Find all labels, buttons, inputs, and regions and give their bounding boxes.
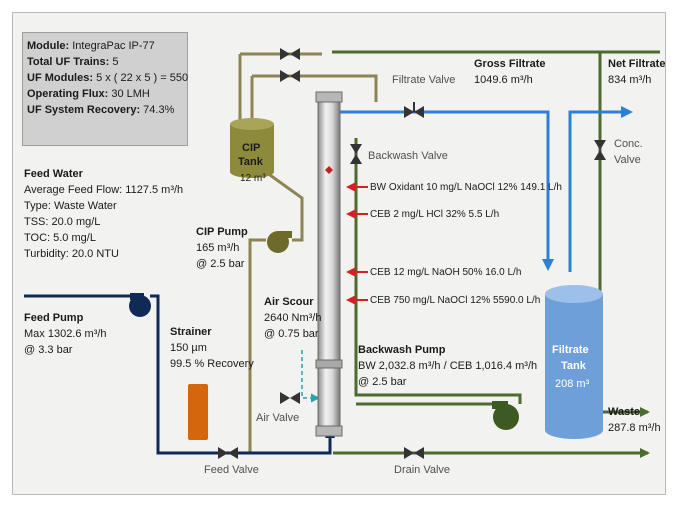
summary-trains: Total UF Trains: 5 bbox=[27, 56, 119, 68]
backwash-pump bbox=[492, 401, 519, 430]
summary-modules: UF Modules: 5 x ( 22 x 5 ) = 550 bbox=[27, 72, 189, 84]
conc-valve-icon bbox=[594, 140, 606, 160]
air-scour-pressure: @ 0.75 bar bbox=[264, 328, 319, 340]
backwash-valve-icon bbox=[350, 144, 362, 164]
waste-flow: 287.8 m³/h bbox=[608, 422, 661, 434]
filtrate-tank-volume: 208 m³ bbox=[555, 378, 590, 390]
strainer-size: 150 µm bbox=[170, 342, 207, 354]
feed-pump-title: Feed Pump bbox=[24, 312, 84, 324]
summary-recovery: UF System Recovery: 74.3% bbox=[27, 104, 175, 116]
cip-tank bbox=[230, 118, 274, 178]
filtrate-valve-label: Filtrate Valve bbox=[392, 74, 456, 86]
feed-valve-icon bbox=[218, 447, 238, 459]
gross-filtrate-flow: 1049.6 m³/h bbox=[474, 74, 533, 86]
feed-water-avg-flow: Average Feed Flow: 1127.5 m³/h bbox=[24, 184, 184, 196]
waste-title: Waste bbox=[608, 406, 640, 418]
filtrate-tank-title-2: Tank bbox=[561, 360, 586, 372]
air-valve-label: Air Valve bbox=[256, 412, 300, 424]
air-scour-flow: 2640 Nm³/h bbox=[264, 312, 322, 324]
cip-tank-title-2: Tank bbox=[238, 156, 263, 168]
conc-valve-label-2: Valve bbox=[614, 154, 641, 166]
net-filtrate-flow: 834 m³/h bbox=[608, 74, 652, 86]
feed-water-turbidity: Turbidity: 20.0 NTU bbox=[24, 248, 119, 260]
chemical-ceb-hcl: CEB 2 mg/L HCl 32% 5.5 L/h bbox=[370, 209, 500, 220]
strainer-title: Strainer bbox=[170, 326, 212, 338]
backwash-valve-label: Backwash Valve bbox=[368, 150, 448, 162]
backwash-pump-title: Backwash Pump bbox=[358, 344, 446, 356]
feed-water-type: Type: Waste Water bbox=[24, 200, 117, 212]
feed-valve-label: Feed Valve bbox=[204, 464, 259, 476]
feed-water-tss: TSS: 20.0 mg/L bbox=[24, 216, 101, 228]
system-summary-box: Module: IntegraPac IP-77 Total UF Trains… bbox=[22, 32, 188, 146]
chemical-arrows bbox=[346, 182, 368, 305]
filtrate-valve-icon bbox=[404, 102, 424, 118]
air-line bbox=[301, 350, 320, 403]
cip-pump-flow: 165 m³/h bbox=[196, 242, 240, 254]
net-filtrate-title: Net Filtrate bbox=[608, 58, 666, 70]
feed-pump bbox=[129, 293, 151, 317]
filtrate-tank bbox=[545, 285, 603, 439]
cip-loop-line bbox=[238, 52, 378, 453]
backwash-pump-pressure: @ 2.5 bar bbox=[358, 376, 407, 388]
feed-pump-flow: Max 1302.6 m³/h bbox=[24, 328, 107, 340]
cip-pump-title: CIP Pump bbox=[196, 226, 248, 238]
chemical-ceb-naoh: CEB 12 mg/L NaOH 50% 16.0 L/h bbox=[370, 267, 522, 278]
air-valve-icon bbox=[280, 392, 300, 404]
feed-line bbox=[24, 294, 335, 455]
cip-pump-pressure: @ 2.5 bar bbox=[196, 258, 245, 270]
cip-tank-volume: 12 m³ bbox=[240, 173, 266, 184]
filtrate-tank-title-1: Filtrate bbox=[552, 344, 589, 356]
gross-filtrate-title: Gross Filtrate bbox=[474, 58, 546, 70]
cip-pump bbox=[267, 231, 292, 253]
cip-tank-title-1: CIP bbox=[242, 142, 261, 154]
cip-valve-top bbox=[280, 48, 300, 82]
feed-water-title: Feed Water bbox=[24, 168, 83, 180]
chemical-bw-oxidant: BW Oxidant 10 mg/L NaOCl 12% 149.1 L/h bbox=[370, 182, 562, 193]
air-scour-title: Air Scour bbox=[264, 296, 314, 308]
summary-flux: Operating Flux: 30 LMH bbox=[27, 88, 150, 100]
feed-pump-pressure: @ 3.3 bar bbox=[24, 344, 73, 356]
strainer-body bbox=[188, 384, 208, 440]
conc-valve-label-1: Conc. bbox=[614, 138, 643, 150]
drain-valve-label: Drain Valve bbox=[394, 464, 451, 476]
summary-module: Module: IntegraPac IP-77 bbox=[27, 40, 155, 52]
chemical-ceb-naocl: CEB 750 mg/L NaOCl 12% 5590.0 L/h bbox=[370, 295, 541, 306]
drain-valve-icon bbox=[404, 447, 424, 459]
strainer-recovery: 99.5 % Recovery bbox=[170, 358, 254, 370]
feed-water-toc: TOC: 5.0 mg/L bbox=[24, 232, 96, 244]
uf-module bbox=[315, 91, 343, 437]
backwash-pump-flow: BW 2,032.8 m³/h / CEB 1,016.4 m³/h bbox=[358, 360, 538, 372]
